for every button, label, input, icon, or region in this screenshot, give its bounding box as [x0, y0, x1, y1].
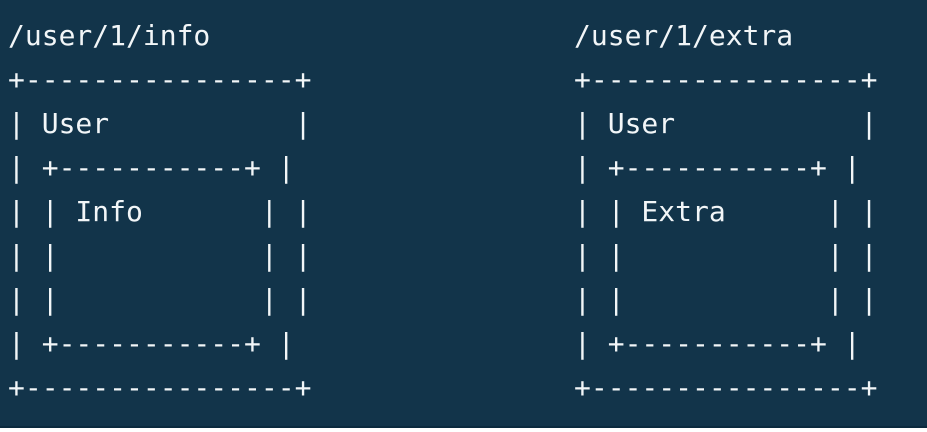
ascii-inner-border-bottom: | +-----------+ |: [574, 327, 861, 360]
ascii-empty-row: | | | |: [8, 283, 312, 316]
ascii-inner-border-top: | +-----------+ |: [8, 151, 295, 184]
ascii-border-top: +----------------+: [574, 63, 878, 96]
ascii-user-row: | User |: [574, 107, 878, 140]
ascii-border-bottom: +----------------+: [8, 371, 312, 404]
route-diagram-info: /user/1/info +----------------+ | User | | …: [8, 14, 311, 410]
ascii-border-top: +----------------+: [8, 63, 312, 96]
ascii-info-row: | | Info | |: [8, 195, 312, 228]
ascii-inner-border-top: | +-----------+ |: [574, 151, 861, 184]
route-path: /user/1/extra: [574, 19, 794, 52]
ascii-border-bottom: +----------------+: [574, 371, 878, 404]
ascii-user-row: | User |: [8, 107, 312, 140]
ascii-inner-border-bottom: | +-----------+ |: [8, 327, 295, 360]
ascii-empty-row: | | | |: [574, 239, 878, 272]
ascii-empty-row: | | | |: [8, 239, 312, 272]
ascii-empty-row: | | | |: [574, 283, 878, 316]
route-diagram-extra: /user/1/extra +----------------+ | User | |…: [574, 14, 877, 410]
route-path: /user/1/info: [8, 19, 211, 52]
ascii-extra-row: | | Extra | |: [574, 195, 878, 228]
